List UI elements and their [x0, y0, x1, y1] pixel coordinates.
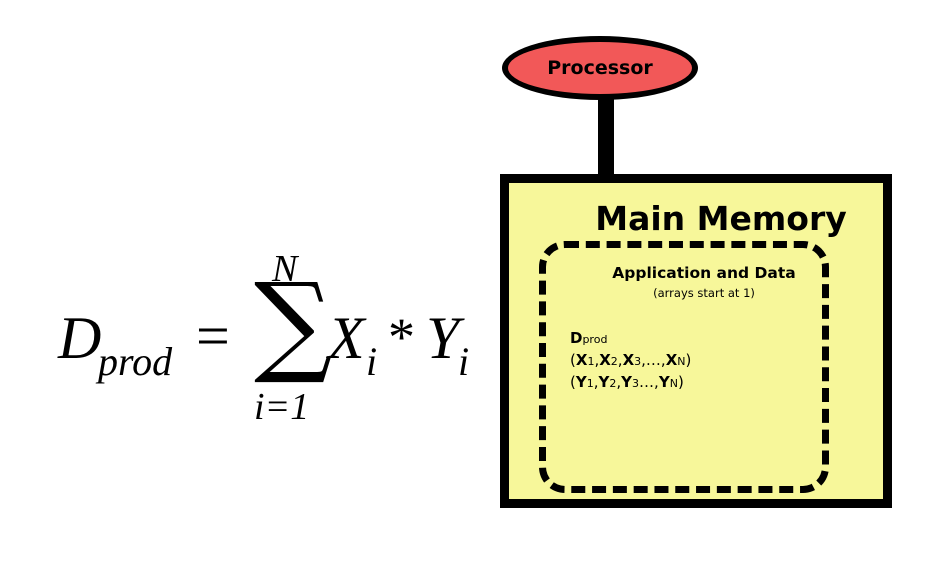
x-vector-token: 2: [610, 355, 618, 368]
x-vector-token: ): [685, 351, 692, 369]
x-vector: (X1,X2,X3,…,XN): [570, 350, 691, 372]
formula-lower-limit-text: i=1: [254, 386, 310, 428]
main-memory-box: Main Memory Application and Data (arrays…: [500, 174, 892, 508]
x-vector-token: ,…,: [641, 351, 666, 369]
x-vector-token: X: [665, 351, 678, 369]
y-vector-token: 1: [586, 377, 594, 390]
application-data-region: Application and Data (arrays start at 1)…: [539, 241, 829, 493]
formula-lhs: D: [58, 305, 102, 371]
x-vector-token: (: [570, 351, 576, 369]
x-vector-token: X: [575, 351, 588, 369]
y-vector-token: ,: [593, 373, 599, 391]
formula-term-x-subscript: i: [366, 339, 378, 384]
formula-lower-limit: i=1: [254, 388, 309, 426]
application-note: (arrays start at 1): [653, 286, 755, 300]
summation-symbol: ∑: [254, 259, 333, 387]
y-vector-token: N: [669, 377, 678, 390]
formula-upper-limit: N: [272, 248, 298, 290]
formula-term-x: X: [328, 305, 365, 371]
y-vector: (Y1,Y2,Y3…,YN): [570, 372, 691, 394]
y-vector-token: ,: [616, 373, 622, 391]
dprod-variable: Dprod: [570, 328, 691, 350]
y-vector-token: Y: [658, 373, 670, 391]
dot-product-formula: D prod = N ∑ i=1 X i * Y i: [58, 250, 488, 440]
processor-memory-connector: [598, 98, 614, 178]
formula-term-y: Y: [426, 305, 460, 371]
y-vector-token: 2: [609, 377, 617, 390]
dprod-main: D: [570, 329, 583, 347]
y-vector-token: …,: [639, 373, 659, 391]
x-vector-token: ,: [594, 351, 600, 369]
x-vector-token: X: [599, 351, 611, 369]
x-vector-token: X: [622, 351, 635, 369]
main-memory-title: Main Memory: [595, 199, 847, 238]
formula-operator: *: [388, 307, 415, 367]
y-vector-token: Y: [621, 373, 633, 391]
y-vector-token: (: [570, 373, 576, 391]
y-vector-token: Y: [598, 373, 610, 391]
processor-label: Processor: [547, 57, 653, 79]
formula-term-y-subscript: i: [458, 339, 470, 384]
x-vector-token: N: [677, 355, 686, 368]
y-vector-token: ): [677, 373, 684, 391]
x-vector-token: 1: [587, 355, 595, 368]
variables-list: Dprod (X1,X2,X3,…,XN) (Y1,Y2,Y3…,YN): [570, 328, 691, 394]
dprod-sub: prod: [582, 333, 608, 346]
formula-equals: =: [196, 303, 230, 369]
x-vector-token: ,: [617, 351, 623, 369]
processor-node: Processor: [502, 36, 698, 100]
formula-lhs-subscript: prod: [98, 339, 173, 384]
x-vector-token: 3: [634, 355, 642, 368]
y-vector-token: 3: [632, 377, 640, 390]
application-title: Application and Data: [612, 264, 796, 282]
y-vector-token: Y: [575, 373, 587, 391]
